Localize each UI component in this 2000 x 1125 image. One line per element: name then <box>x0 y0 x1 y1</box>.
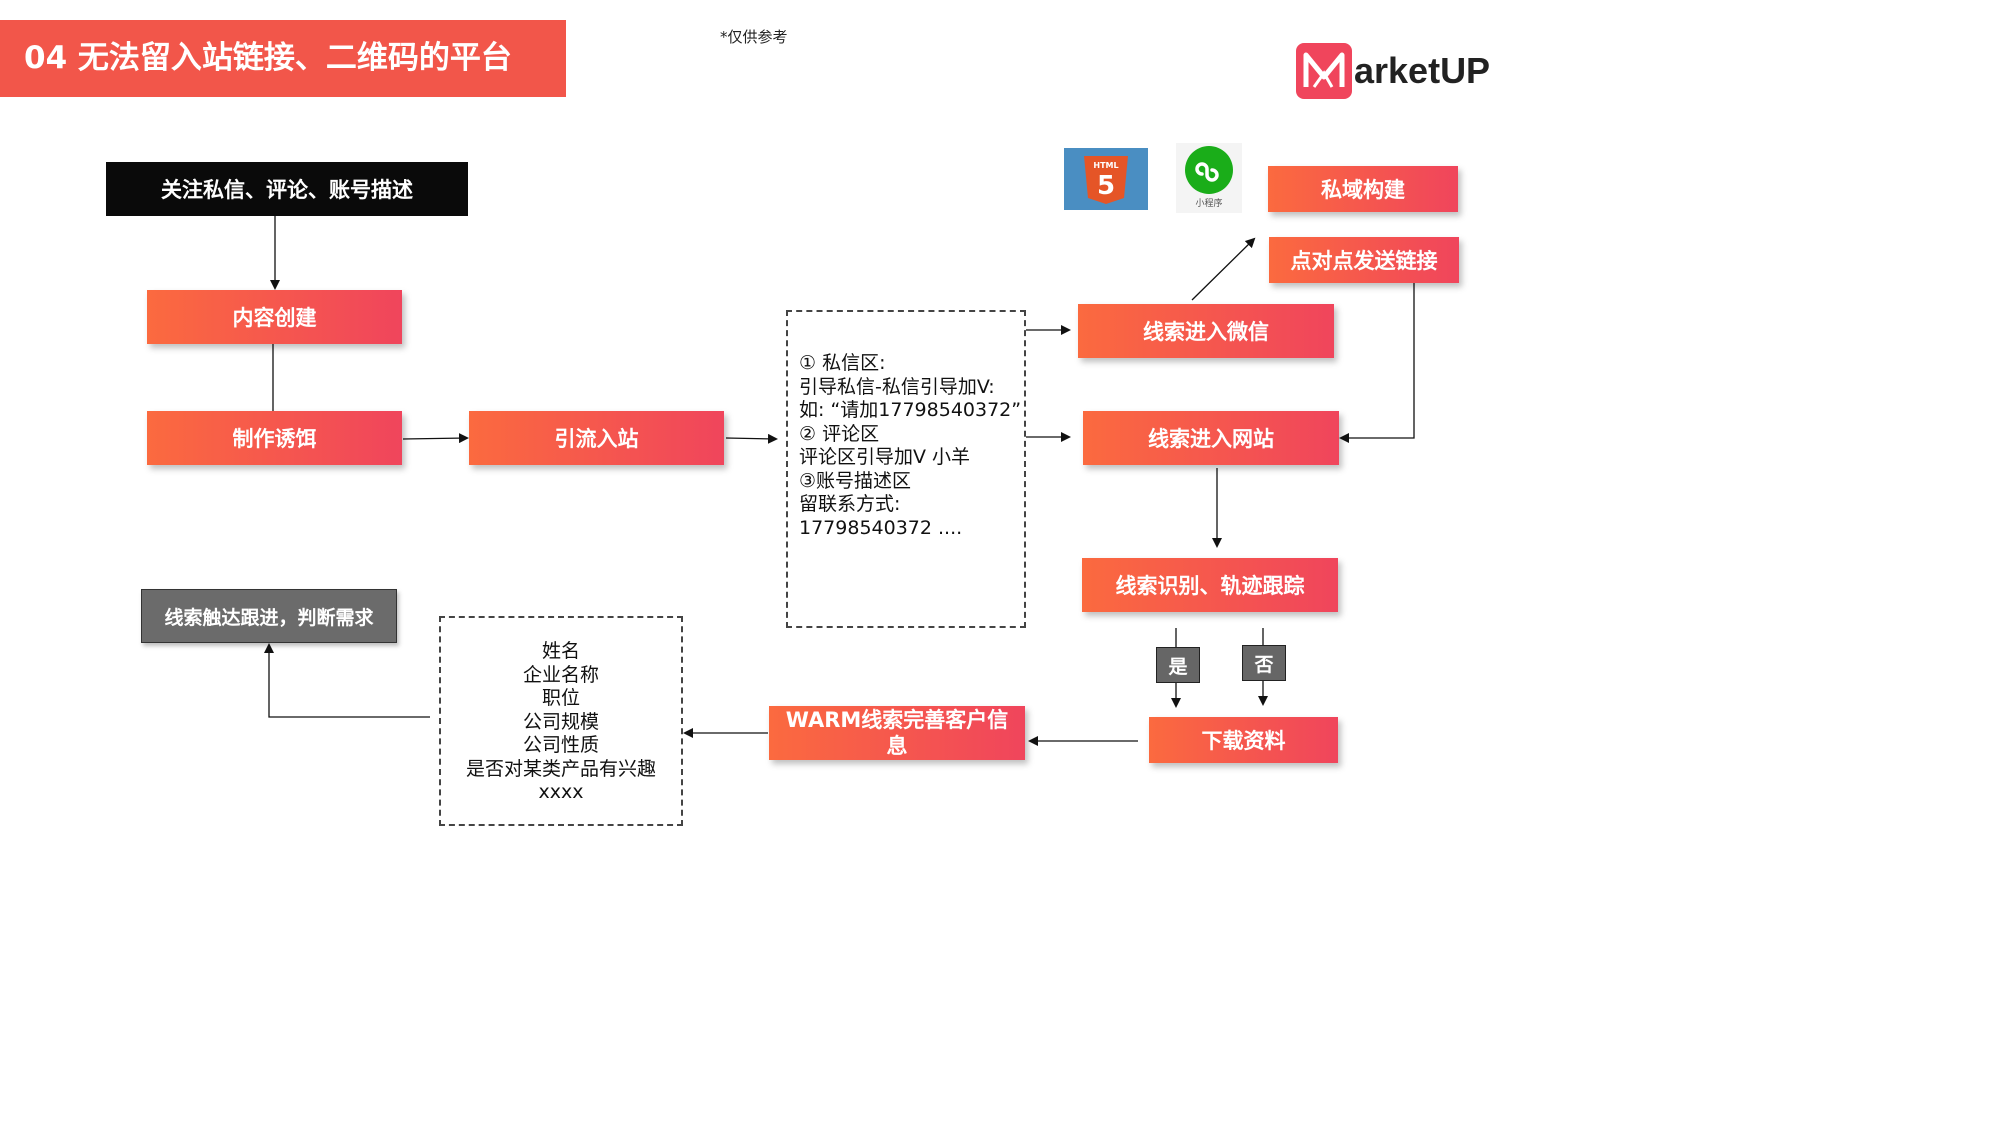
lead-identify-box: 线索识别、轨迹跟踪 <box>1082 558 1338 612</box>
connector-lines <box>264 216 1415 746</box>
traffic-box: 引流入站 <box>469 411 724 465</box>
html5-label: HTML <box>1093 161 1118 170</box>
channel-info-box: ① 私信区: 引导私信-私信引导加V: 如: “请加17798540372” ②… <box>786 310 1026 628</box>
info-line: 如: “请加17798540372” <box>799 399 1022 421</box>
miniprogram-icon: 小程序 <box>1176 143 1242 213</box>
field-item: 是否对某类产品有兴趣 <box>465 757 656 780</box>
wechat-lead-box: 线索进入微信 <box>1078 304 1334 358</box>
field-item: 公司性质 <box>522 734 599 756</box>
info-line: ① 私信区: <box>799 352 886 374</box>
marketup-logo: arketUP <box>1296 42 1490 100</box>
logo-text: arketUP <box>1354 50 1491 91</box>
private-domain-box: 私域构建 <box>1268 166 1458 212</box>
miniprogram-label: 小程序 <box>1195 199 1223 209</box>
field-item: 公司规模 <box>522 710 599 733</box>
bait-box: 制作诱饵 <box>147 411 402 465</box>
reference-note: *仅供参考 <box>720 28 788 46</box>
info-line: ② 评论区 <box>799 422 880 445</box>
p2p-link-box: 点对点发送链接 <box>1269 237 1459 283</box>
follow-channels-box: 关注私信、评论、账号描述 <box>106 162 468 216</box>
logo-mark-icon <box>1296 43 1352 99</box>
field-item: 职位 <box>541 687 580 709</box>
content-create-box: 内容创建 <box>147 290 402 344</box>
info-line: 留联系方式: <box>799 493 901 515</box>
info-line: 17798540372 .... <box>799 516 963 539</box>
info-line: 评论区引导加V 小羊 <box>799 446 971 468</box>
warm-lead-box: WARM线索完善客户信息 <box>769 706 1025 760</box>
field-item: 姓名 <box>541 640 580 662</box>
page-title: 04 无法留入站链接、二维码的平台 <box>0 20 566 97</box>
download-box: 下载资料 <box>1149 717 1338 763</box>
field-item: 企业名称 <box>522 663 599 686</box>
customer-fields-box: 姓名 企业名称 职位 公司规模 公司性质 是否对某类产品有兴趣 xxxx <box>439 616 683 826</box>
followup-box: 线索触达跟进，判断需求 <box>141 589 397 643</box>
html5-icon: HTML 5 <box>1064 148 1148 210</box>
html5-number: 5 <box>1097 171 1115 201</box>
yes-tag: 是 <box>1156 647 1200 683</box>
info-line: 引导私信-私信引导加V: <box>799 375 995 398</box>
info-line: ③账号描述区 <box>799 469 912 492</box>
no-tag: 否 <box>1242 645 1286 681</box>
field-item: xxxx <box>538 781 584 803</box>
website-lead-box: 线索进入网站 <box>1083 411 1339 465</box>
